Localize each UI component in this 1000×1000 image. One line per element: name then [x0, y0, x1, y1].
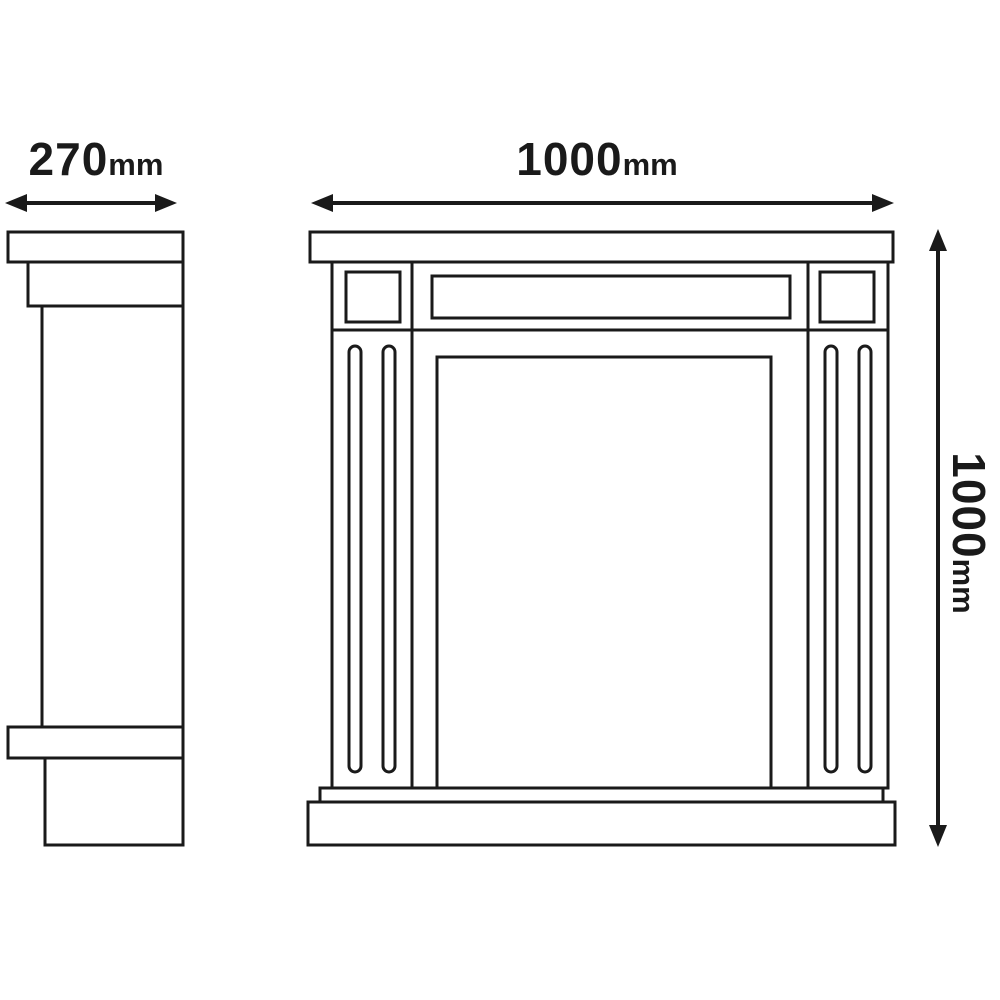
arrowhead-left-icon: [5, 194, 27, 212]
arrowhead-right-icon: [155, 194, 177, 212]
front-right-pilaster-flute-2: [857, 344, 873, 774]
side-column: [40, 304, 185, 729]
front-right-pilaster: [806, 328, 890, 790]
front-right-pilaster-flute-1: [823, 344, 839, 774]
front-left-pilaster: [330, 328, 414, 790]
front-base-top: [318, 786, 885, 804]
side-width-label: 270mm: [6, 136, 186, 182]
side-frieze: [26, 260, 185, 308]
side-foot: [43, 756, 185, 847]
front-width-arrow: [311, 194, 894, 212]
front-opening: [435, 355, 773, 790]
front-view: [306, 230, 897, 847]
front-left-pilaster-flute-1: [347, 344, 363, 774]
arrowhead-right-icon: [872, 194, 894, 212]
front-right-capital-panel: [818, 270, 876, 324]
front-height-label: 1000mm: [942, 428, 995, 638]
side-width-value: 270: [28, 133, 109, 185]
front-width-label: 1000mm: [492, 136, 702, 182]
front-height-arrow: [929, 229, 947, 847]
front-width-value: 1000: [516, 133, 623, 185]
front-frieze-panel: [430, 274, 792, 320]
front-shelf: [308, 230, 895, 264]
side-shelf: [6, 230, 185, 264]
front-height-value: 1000: [943, 452, 995, 559]
front-height-unit: mm: [946, 558, 981, 614]
side-width-unit: mm: [108, 147, 164, 182]
side-width-arrow: [5, 194, 177, 212]
side-view: [6, 230, 185, 847]
front-base: [306, 800, 897, 847]
arrowhead-top-icon: [929, 229, 947, 251]
front-left-capital-panel: [344, 270, 402, 324]
side-plinth: [6, 725, 185, 760]
arrowhead-left-icon: [311, 194, 333, 212]
front-width-unit: mm: [622, 147, 678, 182]
arrowhead-bottom-icon: [929, 825, 947, 847]
front-left-pilaster-flute-2: [381, 344, 397, 774]
